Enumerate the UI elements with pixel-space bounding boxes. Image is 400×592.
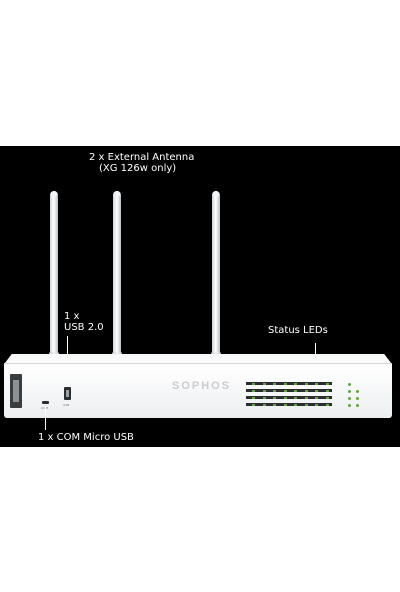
port-led [283,389,287,392]
led-row [246,382,332,385]
port-led [325,389,329,392]
status-led [348,383,351,386]
led-row [246,396,332,399]
port-led [304,382,308,385]
status-led-column [348,383,378,407]
port-led [315,382,318,385]
port-led [294,382,297,385]
com-port-caption: COM [41,406,48,410]
led-row [246,403,332,406]
antenna-middle [112,191,122,360]
port-led [273,403,276,406]
status-led [356,397,359,400]
status-led [348,397,351,400]
port-led [325,396,329,399]
port-led [315,403,318,406]
port-led [304,403,308,406]
port-led [325,403,329,406]
port-led [273,396,276,399]
status-led [356,404,359,407]
status-led [348,404,351,407]
port-led [262,403,266,406]
port-led [283,382,287,385]
port-led [252,396,255,399]
port-led [294,403,297,406]
usb-label-line1: 1 x [64,311,80,322]
port-led [304,389,308,392]
port-led [252,382,255,385]
port-led [315,389,318,392]
port-led-block [232,376,332,410]
port-led [283,396,287,399]
port-led [252,403,255,406]
status-leds-label: Status LEDs [268,325,328,336]
status-led [348,390,351,393]
side-vent-port [10,374,22,408]
port-led [252,389,255,392]
port-led [294,396,297,399]
status-led [356,390,359,393]
port-led [262,382,266,385]
port-led [273,382,276,385]
antenna-label-line2: (XG 126w only) [99,163,177,174]
chassis-top-edge [4,363,392,364]
antenna-right [211,191,221,360]
antenna-left [49,191,59,360]
port-led [262,389,266,392]
com-pointer-line [45,407,46,430]
com-micro-usb-port [42,401,49,404]
usb-port [64,387,71,400]
port-led [325,382,329,385]
port-led [273,389,276,392]
port-led [315,396,318,399]
port-led [283,403,287,406]
usb-port-caption: USB [63,403,70,407]
led-row [246,389,332,392]
port-led [294,389,297,392]
port-led [262,396,266,399]
appliance-chassis [4,354,392,418]
brand-logo: SOPHOS [172,380,232,392]
port-led [304,396,308,399]
antenna-label-line1: 2 x External Antenna [89,152,195,163]
usb-label-line2: USB 2.0 [64,322,104,333]
com-port-label: 1 x COM Micro USB [38,432,134,443]
